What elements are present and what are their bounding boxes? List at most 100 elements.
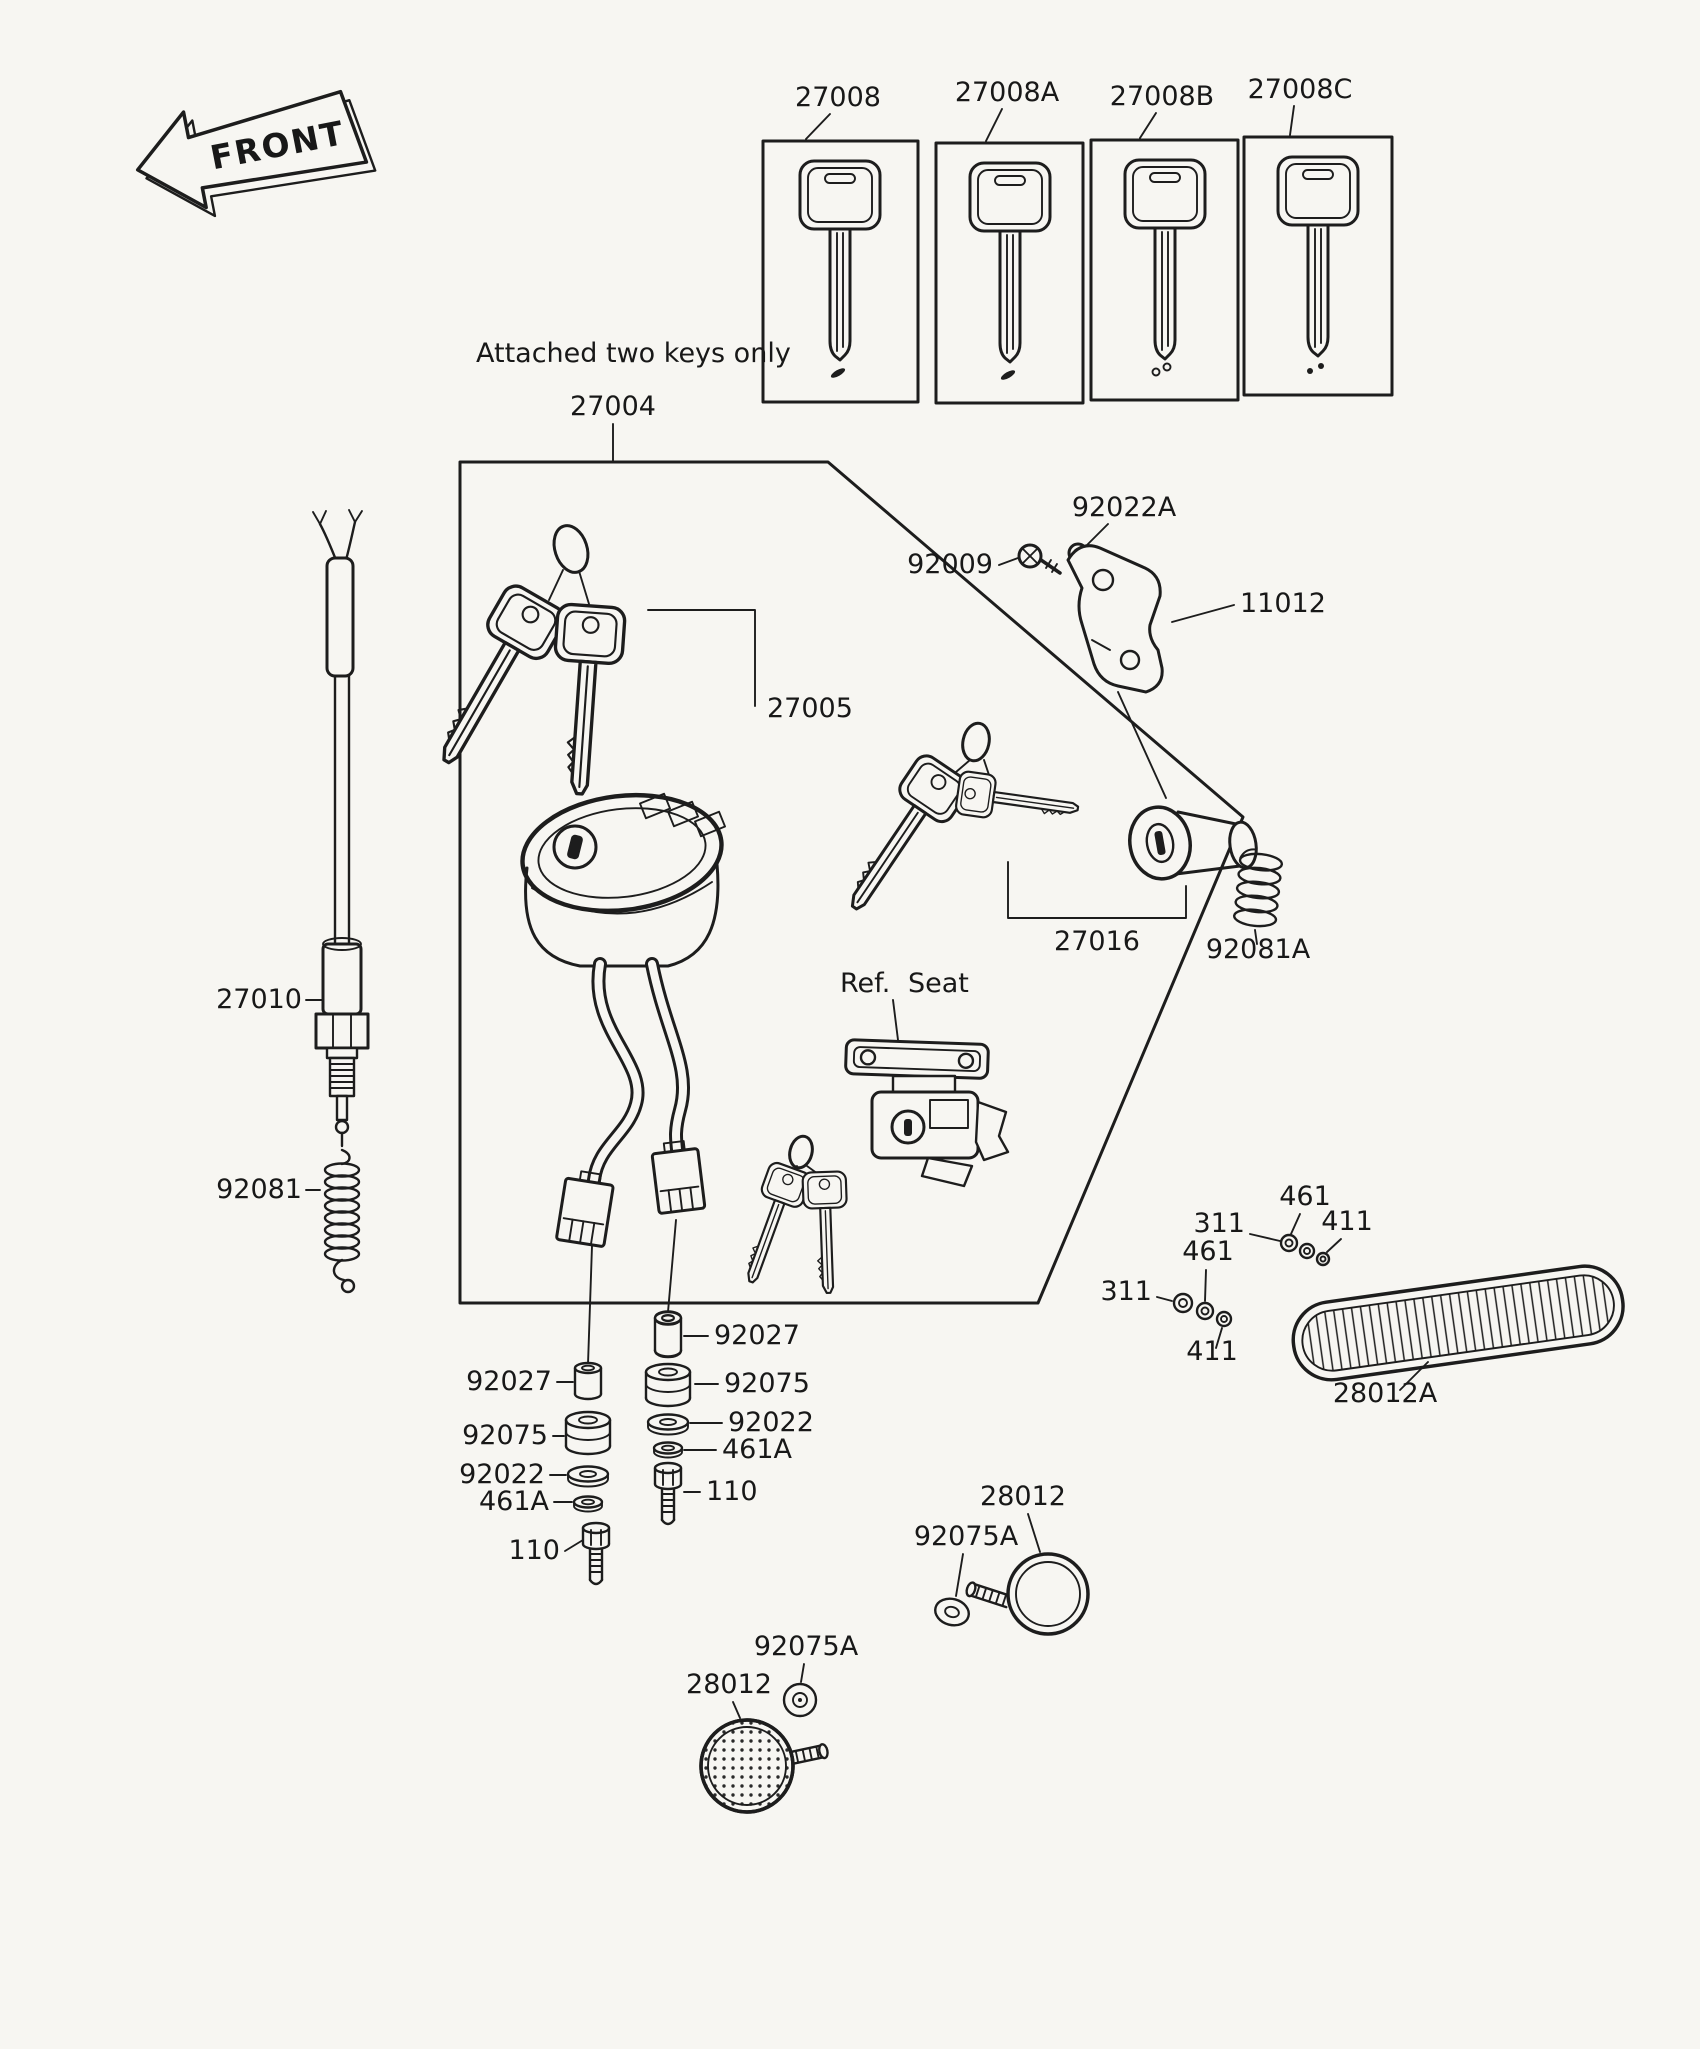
damper-92075 — [564, 1410, 612, 1456]
leader-92009 — [998, 557, 1019, 566]
label-27008B: 27008B — [1110, 81, 1214, 112]
key-blank-box-2 — [934, 141, 1085, 405]
label-411-top: 411 — [1321, 1206, 1373, 1237]
leader-110-left — [564, 1539, 584, 1552]
front-arrow-shadow — [145, 98, 377, 218]
part-switch-27010 — [312, 509, 370, 1148]
key-blank-mark-2 — [1000, 370, 1016, 380]
key-blank-section: 27008 27008A 27008B 27008C — [761, 74, 1394, 405]
label-110-left: 110 — [508, 1535, 560, 1566]
key-ring-icon — [961, 721, 991, 763]
label-92075-right: 92075 — [724, 1368, 810, 1399]
collar-92027 — [573, 1361, 603, 1401]
leader-28012-left — [732, 1701, 741, 1719]
part-screw-92009 — [1017, 543, 1062, 575]
leader-461-top — [1290, 1213, 1301, 1235]
label-411-left: 411 — [1186, 1336, 1238, 1367]
bolt-110 — [581, 1521, 611, 1586]
label-27016: 27016 — [1054, 926, 1140, 957]
label-92081: 92081 — [216, 1174, 302, 1205]
part-bracket-11012 — [1066, 544, 1164, 694]
key-icon — [953, 769, 1082, 832]
key-icon — [729, 1159, 814, 1291]
guide-line-right-stack — [667, 1219, 677, 1313]
leader-92075A-right — [955, 1553, 964, 1597]
label-461A-left: 461A — [479, 1486, 550, 1517]
leader-461-left — [1204, 1269, 1207, 1302]
key-blank-icon-3 — [1123, 158, 1207, 361]
washer-92022 — [646, 1413, 690, 1436]
damper-92075 — [644, 1362, 692, 1408]
key-blank-box-4 — [1242, 135, 1394, 397]
key-blank-box-3 — [1089, 138, 1240, 402]
key-blank-mark-4b — [1318, 363, 1324, 369]
key-icon — [801, 1170, 851, 1295]
key-blank-box-1 — [761, 139, 920, 404]
part-round-reflector-right: 28012 92075A — [914, 1481, 1090, 1636]
leader-11012 — [1171, 604, 1235, 623]
leader-27008 — [805, 113, 831, 140]
keyhole-icon — [1154, 830, 1166, 856]
leader-92022A — [1085, 523, 1109, 547]
washer-92022 — [566, 1465, 610, 1488]
label-311-left: 311 — [1100, 1276, 1152, 1307]
label-92027-right: 92027 — [714, 1320, 800, 1351]
part-stack-right: 92027 92075 92022 461A 110 — [644, 1310, 814, 1526]
part-lock-cylinder-27016 — [1128, 805, 1258, 881]
leader-411-top — [1326, 1238, 1342, 1253]
key-blank-icon-4 — [1276, 155, 1360, 358]
wire-connector-1 — [555, 1170, 615, 1248]
part-reflector-fasteners: 461 411 311 311 461 411 — [1100, 1181, 1372, 1367]
leader-311-left — [1156, 1296, 1173, 1302]
label-461A-right: 461A — [722, 1434, 793, 1465]
leader-27005 — [647, 609, 756, 707]
leader-311-top — [1249, 1233, 1281, 1242]
label-92009: 92009 — [907, 549, 993, 580]
label-92075A-right: 92075A — [914, 1521, 1019, 1552]
label-92022-left: 92022 — [459, 1459, 545, 1490]
leader-411-left — [1215, 1327, 1223, 1349]
leader-28012A — [1399, 1361, 1429, 1391]
assembly-outline-27004 — [458, 460, 1245, 1305]
label-461-top: 461 — [1279, 1181, 1331, 1212]
part-seat-keys — [729, 1134, 851, 1295]
label-27004: 27004 — [570, 391, 656, 422]
part-seat-lock — [844, 1038, 1010, 1188]
bolt-110 — [653, 1461, 683, 1526]
leader-ref-seat — [892, 999, 899, 1041]
part-ignition-switch — [520, 792, 727, 1248]
part-reflector-28012A — [1291, 1264, 1625, 1382]
part-lock-keys-27016: 27016 — [827, 721, 1187, 957]
washer-461A — [572, 1495, 604, 1513]
key-ring-icon — [788, 1134, 814, 1170]
leader-28012-right — [1027, 1513, 1041, 1553]
label-461-left: 461 — [1182, 1236, 1234, 1267]
key-blank-mark-4a — [1307, 368, 1313, 374]
label-92075-left: 92075 — [462, 1420, 548, 1451]
key-blank-mark-3a — [1151, 367, 1161, 377]
label-28012A: 28012A — [1333, 1378, 1438, 1409]
label-92081A: 92081A — [1206, 934, 1311, 965]
label-110-right: 110 — [706, 1476, 758, 1507]
label-27005: 27005 — [767, 693, 853, 724]
guide-line-left-stack — [587, 1245, 593, 1365]
label-ref-seat-prefix: Ref. — [840, 968, 890, 999]
front-arrow: FRONT — [135, 89, 377, 218]
key-ring-icon — [552, 524, 590, 574]
washer-461A — [652, 1441, 684, 1459]
label-28012-right: 28012 — [980, 1481, 1066, 1512]
label-ref-seat-word: Seat — [908, 968, 969, 999]
leader-27008B — [1139, 112, 1157, 139]
link-bracket-cylinder — [1117, 691, 1167, 799]
label-92022-right: 92022 — [728, 1407, 814, 1438]
label-27008A: 27008A — [955, 77, 1060, 108]
leader-27008A — [985, 108, 1003, 142]
leader-27016 — [1007, 861, 1187, 919]
part-stack-left: 92027 92075 92022 461A 110 — [459, 1361, 612, 1586]
part-ignition-keys-27005: 27005 — [415, 524, 853, 798]
label-11012: 11012 — [1240, 588, 1326, 619]
label-92075A-left: 92075A — [754, 1631, 859, 1662]
leader-92081A — [1254, 929, 1258, 945]
